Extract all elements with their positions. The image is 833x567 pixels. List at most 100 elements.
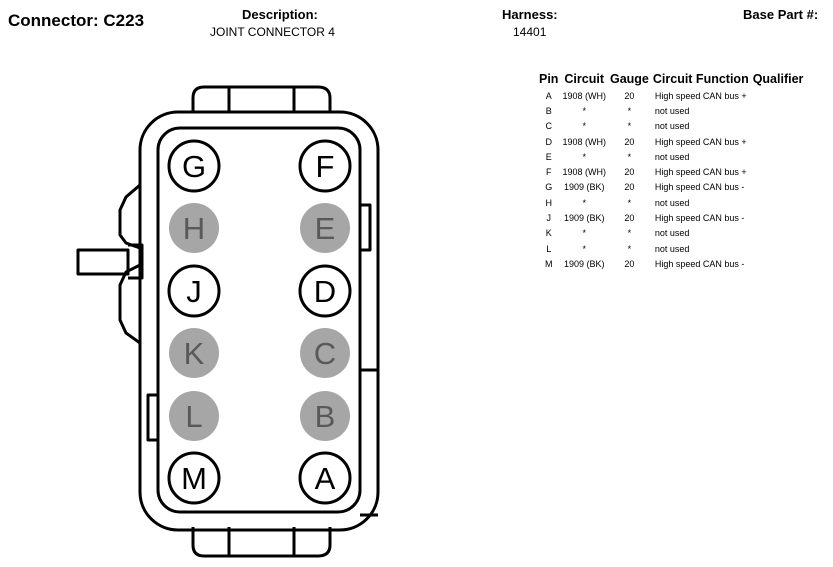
pin-cavity-c [300, 328, 350, 378]
pin-label-e: E [315, 211, 336, 246]
pin-label-b: B [315, 399, 336, 434]
pin-cavity-k [169, 328, 219, 378]
cell-function: High speed CAN bus + [654, 90, 747, 101]
pin-cavity-b [300, 391, 350, 441]
inner-wall [156, 126, 362, 514]
pin-label-j: J [186, 274, 202, 309]
pin-cavity-h [169, 203, 219, 253]
cell-pin: F [545, 167, 552, 178]
cell-gauge: * [627, 243, 632, 254]
cell-function: not used [654, 228, 690, 239]
cell-function: High speed CAN bus - [654, 182, 745, 193]
pin-label-k: K [184, 336, 205, 371]
connector-housing [138, 110, 380, 532]
base-part-label: Base Part #: [743, 7, 819, 22]
cell-gauge: 20 [624, 136, 635, 147]
cell-gauge: 20 [624, 213, 635, 224]
col-function: Circuit Function [652, 72, 749, 86]
cell-qualifier [751, 164, 806, 179]
cell-circuit: * [582, 151, 586, 162]
cell-qualifier [751, 241, 806, 256]
cell-qualifier [751, 134, 806, 149]
pin-cavity-f [298, 139, 352, 193]
top-latch [191, 85, 332, 113]
pin-label-f: F [316, 149, 335, 184]
cell-gauge: 20 [624, 182, 635, 193]
cell-pin: D [545, 136, 552, 147]
cell-pin: A [545, 90, 552, 101]
cell-circuit: 1908 (WH) [562, 136, 606, 147]
harness-label: Harness: [502, 7, 558, 22]
cell-function: not used [654, 243, 690, 254]
cell-function: not used [654, 197, 690, 208]
pin-label-g: G [182, 149, 206, 184]
cell-gauge: * [627, 121, 632, 132]
pin-label-c: C [314, 336, 336, 371]
cell-function: High speed CAN bus + [654, 167, 747, 178]
pin-label-d: D [314, 274, 336, 309]
cell-qualifier [751, 149, 806, 164]
cell-pin: B [545, 105, 552, 116]
cell-gauge: * [627, 105, 632, 116]
cell-qualifier [751, 210, 806, 225]
pin-cavity-m [167, 451, 221, 505]
table-row: F 1908 (WH) 20 High speed CAN bus + [537, 164, 805, 179]
cell-pin: L [546, 243, 552, 254]
harness-value: 14401 [513, 25, 547, 39]
col-pin: Pin [539, 72, 559, 86]
pin-table: Pin Circuit Gauge Circuit Function Quali… [537, 72, 805, 272]
cell-pin: M [544, 258, 553, 269]
cell-gauge: * [627, 228, 632, 239]
table-row: M 1909 (BK) 20 High speed CAN bus - [537, 256, 805, 271]
cell-pin: K [545, 228, 552, 239]
cell-circuit: * [582, 228, 586, 239]
pin-cavity-l [169, 391, 219, 441]
description-label: Description: [242, 7, 318, 22]
pin-label-m: M [181, 461, 207, 496]
cell-circuit: * [582, 243, 586, 254]
bottom-latch [191, 527, 332, 558]
cell-qualifier [751, 256, 806, 271]
cell-circuit: 1908 (WH) [562, 90, 606, 101]
pin-label-a: A [315, 461, 336, 496]
pin-cavity-g [167, 139, 221, 193]
pin-label-l: L [185, 399, 202, 434]
table-row: L * * not used [537, 241, 805, 256]
cell-function: not used [654, 151, 690, 162]
description-value: JOINT CONNECTOR 4 [210, 25, 335, 39]
cell-pin: J [546, 213, 551, 224]
cell-circuit: 1909 (BK) [563, 213, 605, 224]
pin-label-h: H [183, 211, 205, 246]
table-row: D 1908 (WH) 20 High speed CAN bus + [537, 134, 805, 149]
cell-qualifier [751, 119, 806, 134]
cell-qualifier [751, 226, 806, 241]
side-lock [118, 183, 141, 250]
cell-function: not used [654, 105, 690, 116]
pin-cavity-j [167, 264, 221, 318]
pin-cavity-a [298, 451, 352, 505]
cell-circuit: 1909 (BK) [563, 258, 605, 269]
cell-qualifier [751, 103, 806, 118]
cell-circuit: 1909 (BK) [563, 182, 605, 193]
cell-gauge: 20 [624, 167, 635, 178]
cell-qualifier [751, 195, 806, 210]
cell-function: High speed CAN bus - [654, 258, 745, 269]
col-qualifier: Qualifier [752, 72, 804, 86]
cell-qualifier [751, 180, 806, 195]
table-row: H**not used [537, 195, 805, 210]
pin-cavity-d [298, 264, 352, 318]
table-row: C**not used [537, 119, 805, 134]
cell-pin: C [545, 121, 552, 132]
cell-qualifier [751, 88, 806, 103]
cell-circuit: 1908 (WH) [562, 167, 606, 178]
table-row: E**not used [537, 149, 805, 164]
cell-pin: H [545, 197, 552, 208]
cell-function: High speed CAN bus + [654, 136, 747, 147]
cell-circuit: * [582, 121, 586, 132]
cell-circuit: * [582, 105, 586, 116]
cell-gauge: 20 [624, 258, 635, 269]
